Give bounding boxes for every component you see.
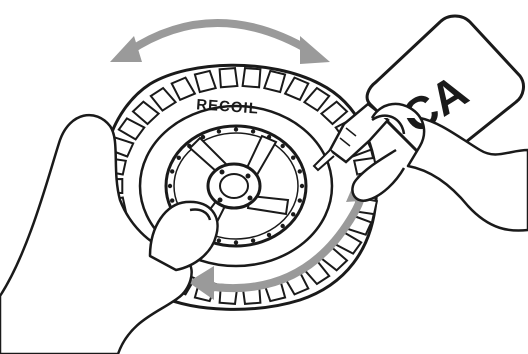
beadlock-bolt [298,169,302,173]
beadlock-bolt [217,129,221,133]
beadlock-bolt [291,156,295,160]
beadlock-bolt [170,169,174,173]
beadlock-bolt [234,240,238,244]
beadlock-bolt [291,212,295,216]
beadlock-bolt [170,198,174,202]
beadlock-bolt [300,184,304,188]
beadlock-bolt [234,127,238,131]
beadlock-bolt [251,129,255,133]
beadlock-bolt [298,198,302,202]
beadlock-bolt [168,184,172,188]
beadlock-bolt [251,238,255,242]
tread-lug [220,68,238,87]
beadlock-bolt [281,144,285,148]
tread-lug [243,68,261,87]
rotation-arrow-top [110,23,330,64]
beadlock-bolt [177,156,181,160]
beadlock-bolt [281,224,285,228]
beadlock-bolt [217,238,221,242]
beadlock-bolt [267,233,271,237]
